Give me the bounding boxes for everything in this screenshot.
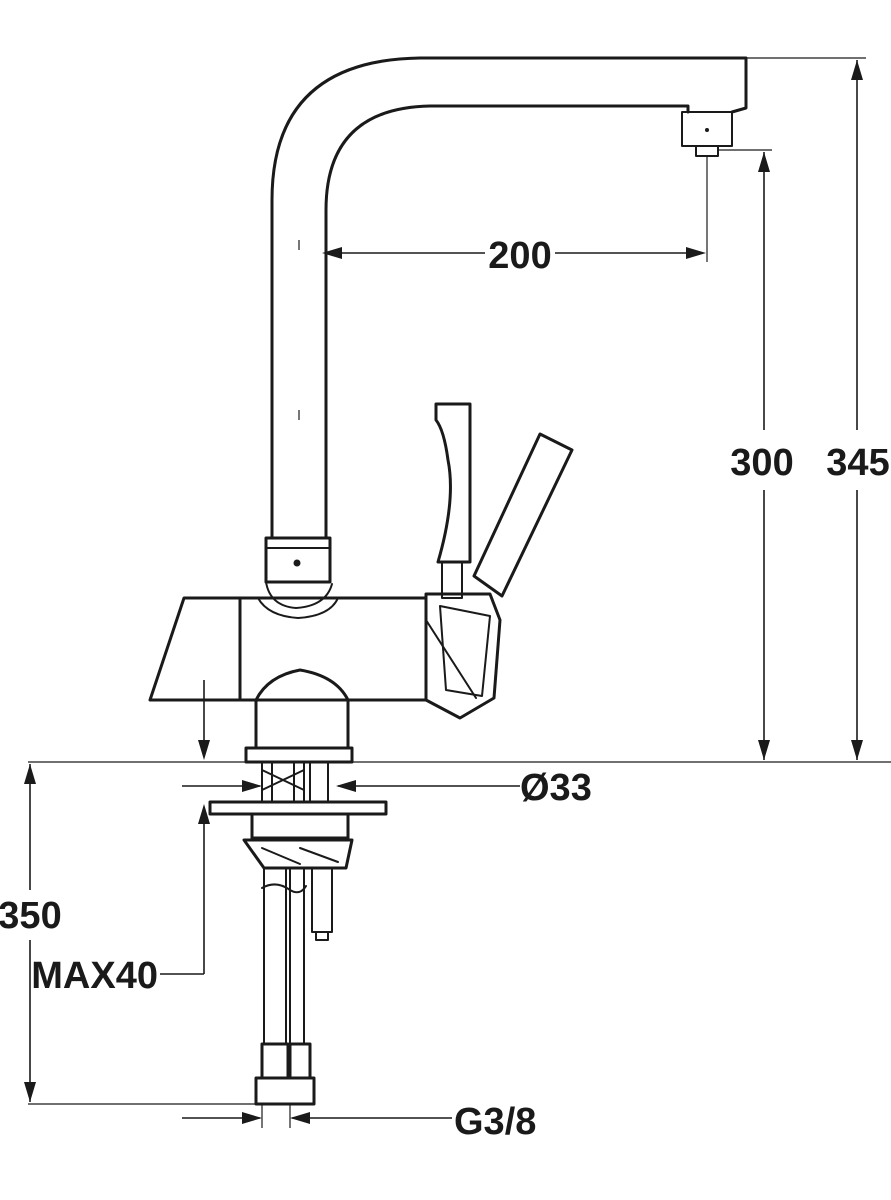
hose-length-label: 350 — [0, 895, 62, 937]
faucet-spout — [270, 56, 748, 540]
mounting-studs — [261, 761, 329, 803]
dimension-hose-length: 350 — [0, 764, 256, 1105]
dimension-outlet-height: 300 — [718, 149, 794, 760]
mounting-plate — [208, 800, 388, 870]
supply-hoses — [254, 867, 333, 1106]
base-diameter-label: Ø33 — [520, 767, 592, 809]
faucet-body — [148, 596, 428, 764]
filter-lever — [434, 402, 472, 599]
dimension-base-diameter: Ø33 — [182, 767, 592, 809]
connection-thread-label: G3/8 — [454, 1101, 536, 1143]
outlet-height-label: 300 — [730, 442, 793, 484]
dimension-total-height: 345 — [746, 57, 890, 760]
spout-collar — [264, 536, 333, 609]
total-height-label: 345 — [826, 442, 889, 484]
dimension-max-worktop: MAX40 — [31, 680, 210, 997]
spout-reach-label: 200 — [488, 235, 551, 277]
mixer-lever — [424, 432, 574, 720]
max-worktop-label: MAX40 — [31, 955, 158, 997]
dimension-connection-thread: G3/8 — [182, 1101, 536, 1143]
dimension-spout-reach: 200 — [322, 156, 708, 277]
